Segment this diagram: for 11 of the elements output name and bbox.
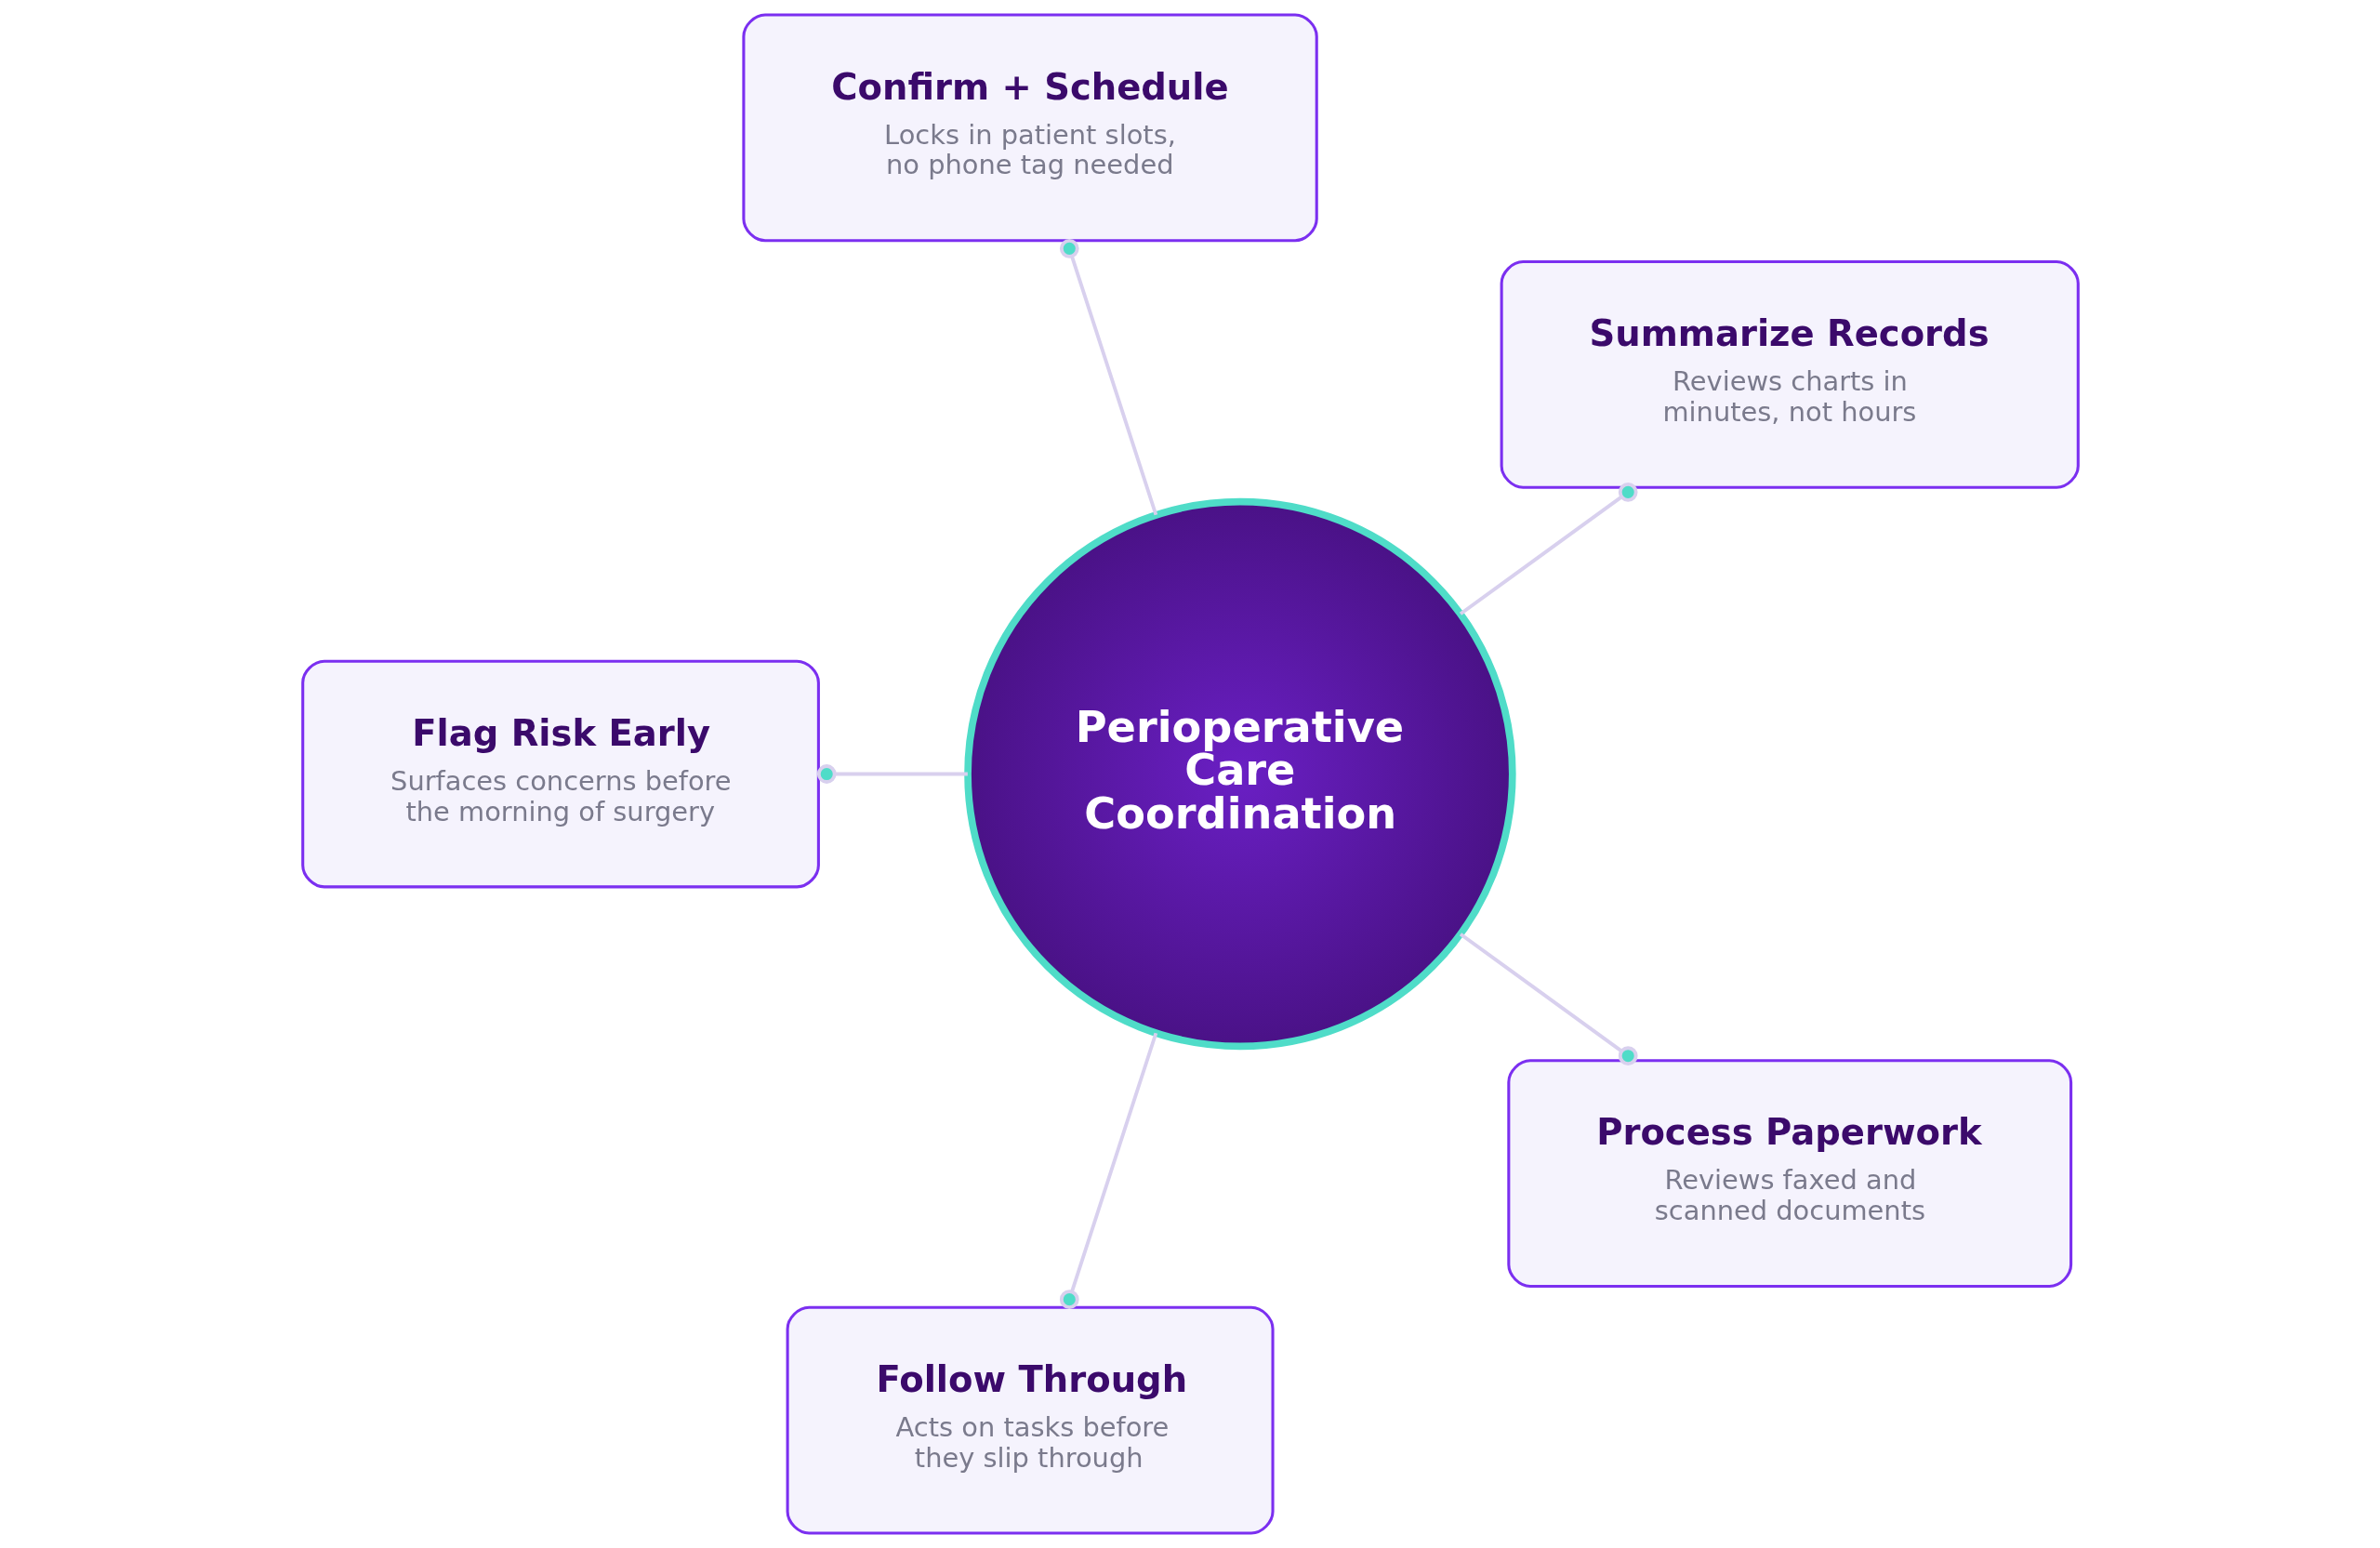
node-box: Confirm + Schedule Locks in patient slots, no phone tag needed <box>741 13 1318 243</box>
node-box: Follow Through Acts on tasks before they slip through <box>786 1305 1275 1535</box>
connector <box>816 764 968 784</box>
node-box: Flag Risk Early Surfaces concerns before the morning of surgery <box>300 659 820 889</box>
connector <box>1459 482 1638 615</box>
node-circle: Perioperative Care Coordination <box>963 497 1516 1051</box>
connector <box>1459 933 1638 1066</box>
node-box: Process Paperwork Reviews faxed and scanned documents <box>1506 1059 2072 1288</box>
connector <box>1059 238 1157 516</box>
connector <box>1059 1032 1157 1310</box>
node-box: Summarize Records Reviews charts in minutes, not hours <box>1500 260 2080 489</box>
